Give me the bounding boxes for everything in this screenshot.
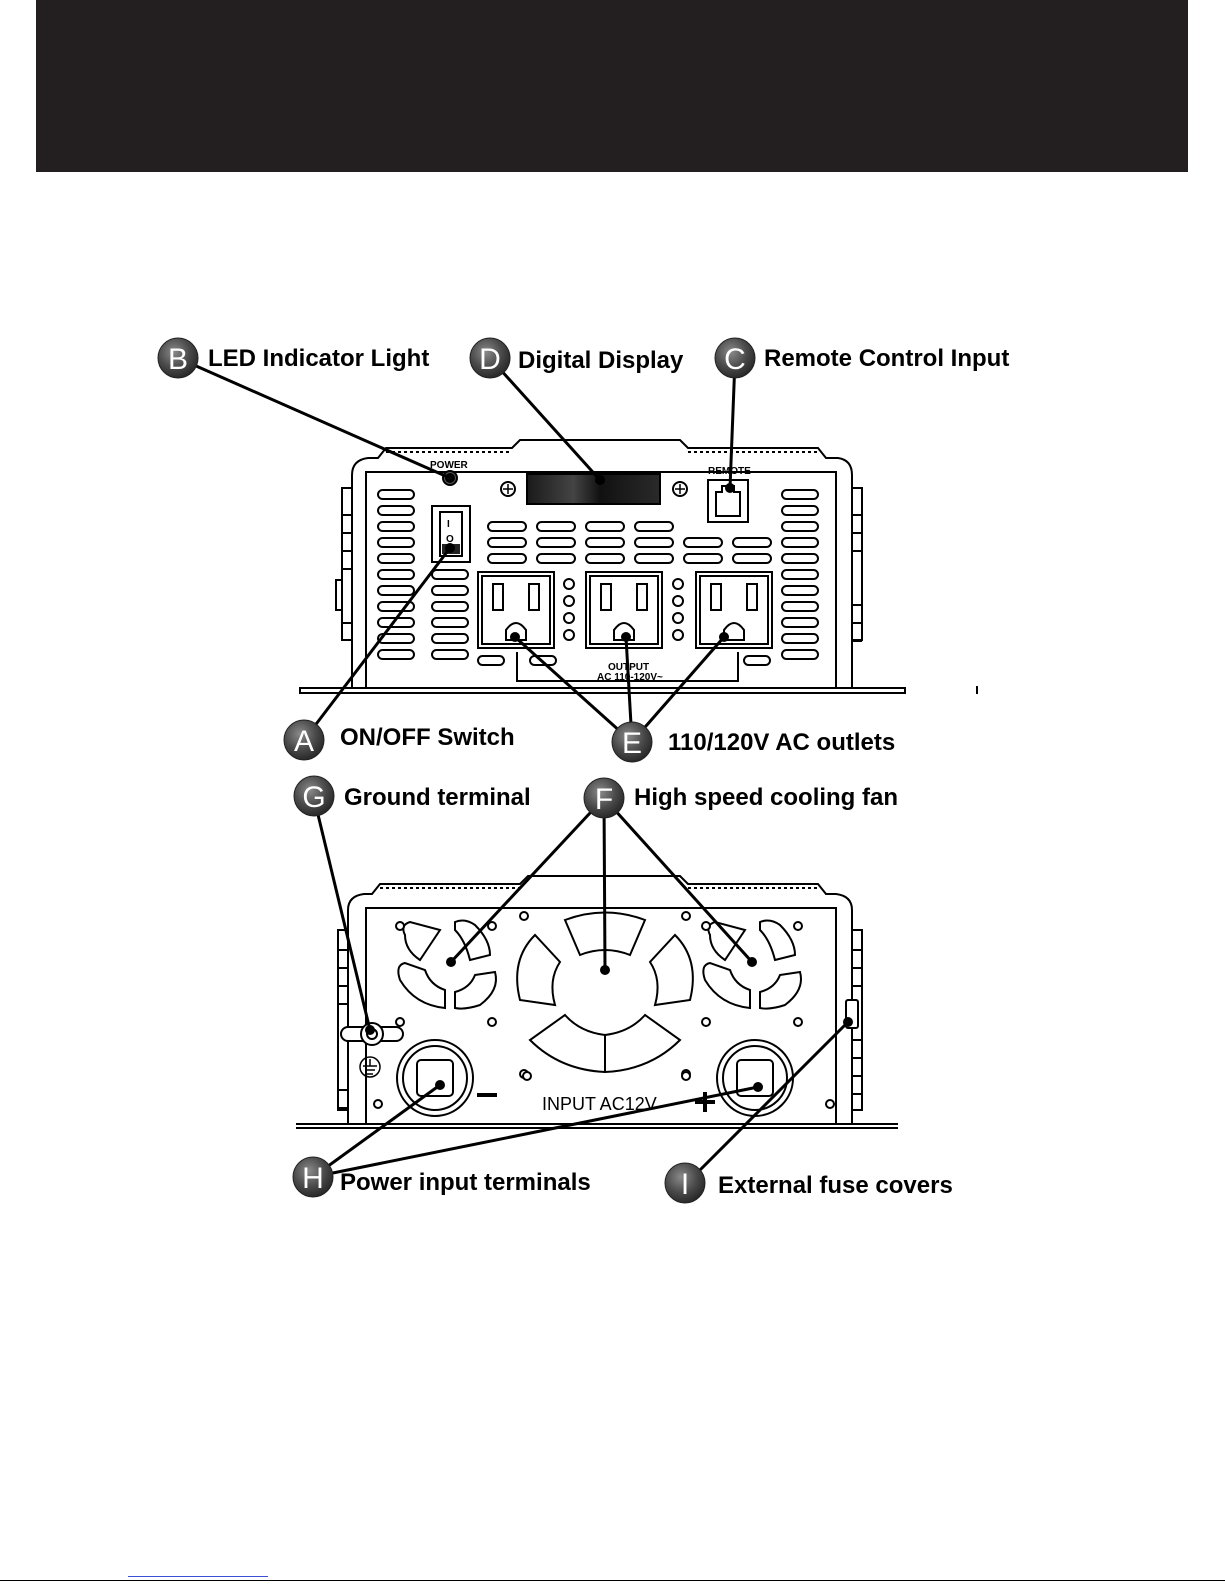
vent-slot [782, 538, 818, 547]
vent-slot [537, 538, 575, 547]
power-input-terminal-negative[interactable] [397, 1040, 473, 1116]
callout-letter: G [302, 781, 325, 814]
vent-slot [432, 586, 468, 595]
vent-slot [378, 554, 414, 563]
vent-slot [782, 618, 818, 627]
vent-slot [432, 570, 468, 579]
callout-e: E 110/120V AC outlets [612, 722, 895, 762]
vent-slot [744, 656, 770, 665]
callout-c: C Remote Control Input [715, 338, 1009, 378]
vent-slot [782, 586, 818, 595]
vent-slot [782, 522, 818, 531]
vent-slot [378, 490, 414, 499]
callout-i: I External fuse covers [665, 1163, 953, 1203]
on-off-switch[interactable]: I O [432, 506, 470, 562]
vent-slot [478, 656, 504, 665]
vent-slot [432, 634, 468, 643]
vent-slot [635, 538, 673, 547]
vent-slot [537, 522, 575, 531]
callout-text: Digital Display [518, 347, 684, 374]
vent-slot [432, 602, 468, 611]
vent-slot [782, 634, 818, 643]
callout-labels: B LED Indicator Light D Digital Display C Rem… [158, 338, 1009, 1203]
callout-letter: D [479, 343, 501, 376]
vent-slot [586, 554, 624, 563]
vent-slot [378, 570, 414, 579]
vent-slot [782, 570, 818, 579]
callout-text: Ground terminal [344, 784, 531, 811]
ac-outlet[interactable] [696, 572, 772, 648]
callout-letter: A [294, 725, 314, 758]
footer-link-underline [128, 1576, 268, 1577]
vent-slot [432, 650, 468, 659]
cooling-fan-right [702, 921, 802, 1026]
vent-slot [378, 650, 414, 659]
callout-text: External fuse covers [718, 1172, 953, 1199]
vent-slot [782, 506, 818, 515]
callout-d: D Digital Display [470, 338, 684, 378]
vent-slot [432, 618, 468, 627]
digital-display [501, 474, 687, 504]
vent-slot [684, 538, 722, 547]
vent-slot [733, 538, 771, 547]
power-input-terminal-positive[interactable] [717, 1040, 793, 1116]
callout-letter: C [724, 343, 746, 376]
callout-letter: B [168, 343, 188, 376]
callout-b: B LED Indicator Light [158, 338, 429, 378]
callout-text: Remote Control Input [764, 345, 1009, 372]
vent-slot [586, 522, 624, 531]
callout-text: ON/OFF Switch [340, 724, 515, 751]
vent-slot [488, 538, 526, 547]
callout-text: 110/120V AC outlets [668, 729, 895, 756]
switch-on-mark: I [447, 519, 450, 530]
cooling-fan-left [396, 921, 496, 1026]
callout-letter: H [302, 1162, 324, 1195]
vent-slot [635, 554, 673, 563]
callout-text: High speed cooling fan [634, 784, 898, 811]
vent-slot [782, 490, 818, 499]
callout-letter: I [681, 1168, 689, 1201]
callout-text: Power input terminals [340, 1169, 591, 1196]
vent-slot [537, 554, 575, 563]
vent-slot [684, 554, 722, 563]
power-label: POWER [430, 460, 469, 471]
callout-h: H Power input terminals [293, 1157, 591, 1197]
vent-slot [488, 554, 526, 563]
vent-slot [488, 522, 526, 531]
vent-slot [378, 522, 414, 531]
vent-slot [733, 554, 771, 563]
vent-slot [378, 586, 414, 595]
vent-slot [782, 554, 818, 563]
callout-g: G Ground terminal [294, 776, 531, 816]
vent-slot [586, 538, 624, 547]
callout-a: A ON/OFF Switch [284, 720, 515, 760]
minus-mark [477, 1093, 497, 1097]
ground-symbol-icon [360, 1057, 380, 1077]
vent-slot [378, 506, 414, 515]
callout-f: F High speed cooling fan [584, 778, 898, 818]
footer-rule [0, 1580, 1225, 1581]
vent-slot [378, 538, 414, 547]
callout-letter: E [622, 727, 642, 760]
callout-text: LED Indicator Light [208, 345, 429, 372]
vent-slot [635, 522, 673, 531]
vent-slot [782, 650, 818, 659]
callout-letter: F [595, 783, 613, 816]
vent-slot [782, 602, 818, 611]
